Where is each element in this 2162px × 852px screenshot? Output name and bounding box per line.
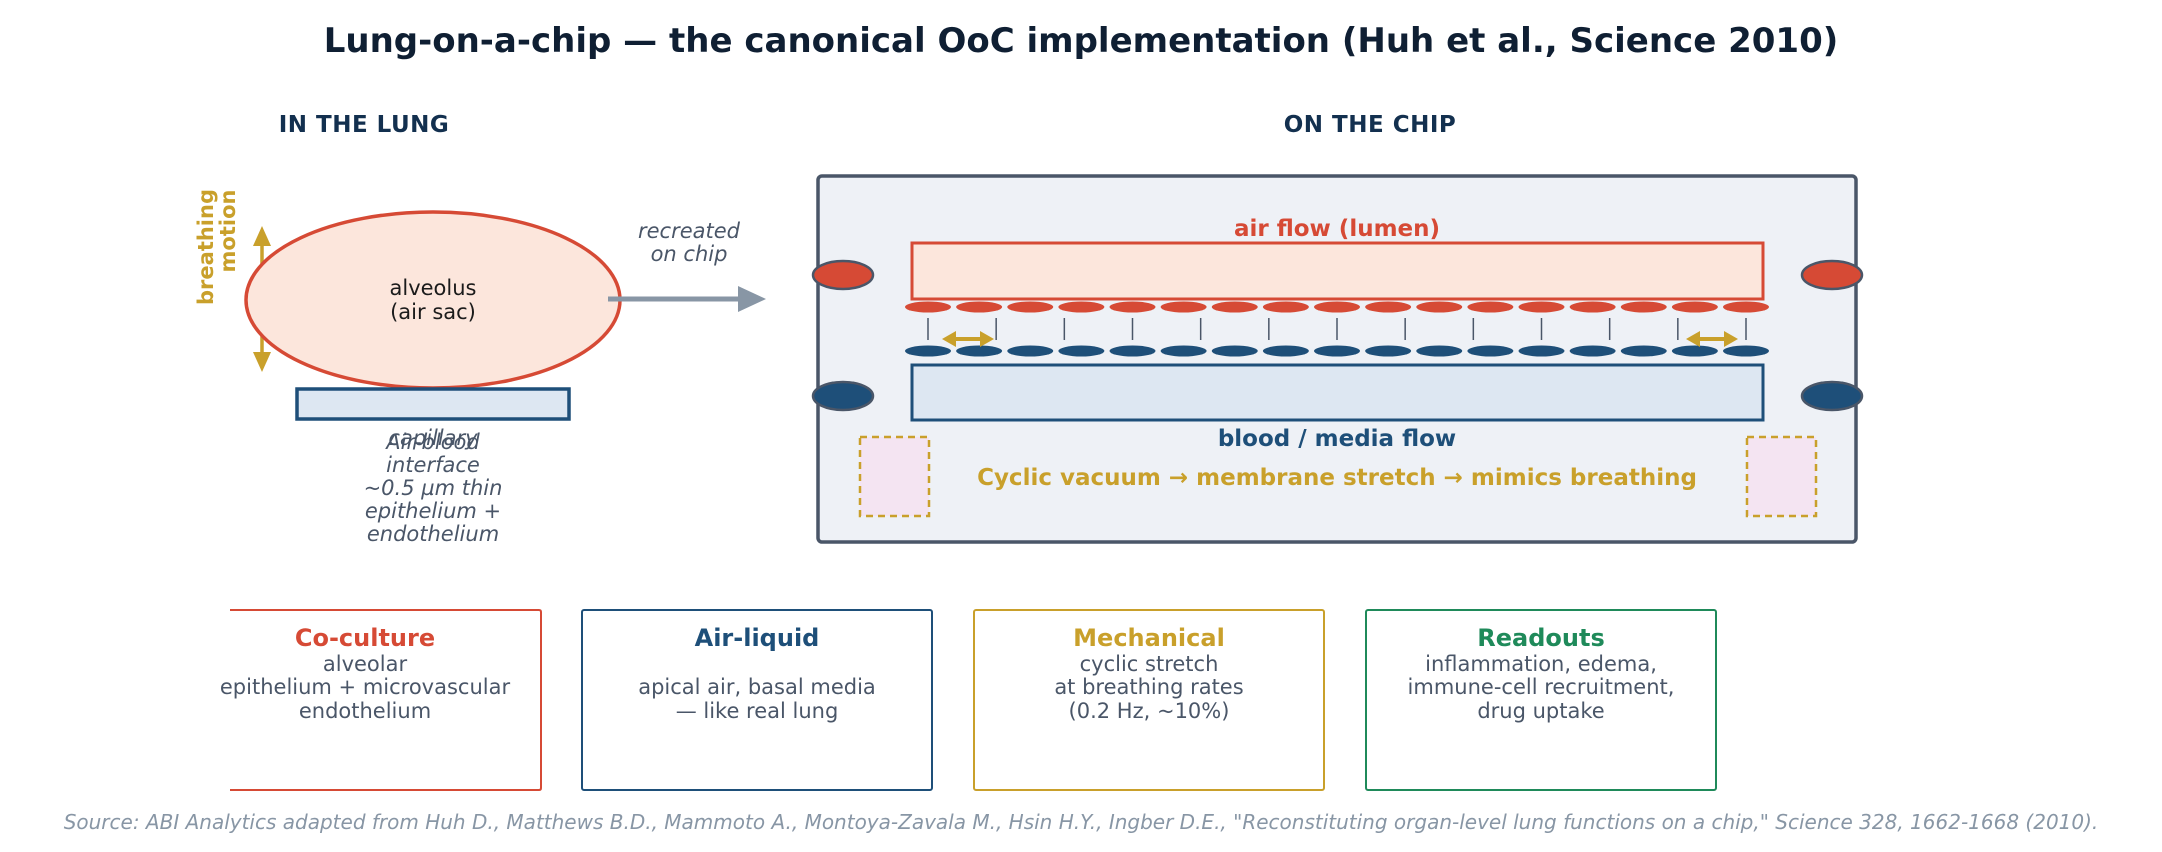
endothelial-cell xyxy=(1518,345,1565,357)
card-co-culture-line-3: endothelium xyxy=(299,699,431,723)
card-mechanical-title: Mechanical xyxy=(1073,624,1225,652)
breathing-label-line-2: motion xyxy=(216,190,240,273)
epithelial-cell xyxy=(956,301,1003,313)
epithelial-cell xyxy=(1007,301,1054,313)
air-port-right xyxy=(1800,259,1864,291)
capillary-bar xyxy=(295,387,571,421)
card-mechanical-line-3: (0.2 Hz, ~10%) xyxy=(1069,699,1230,723)
endothelial-cell xyxy=(1620,345,1667,357)
endothelial-cell xyxy=(1058,345,1105,357)
epithelial-cell xyxy=(1262,301,1309,313)
capillary-label: capillary xyxy=(388,426,478,450)
endothelial-cell xyxy=(1211,345,1258,357)
chip-panel: air flow (lumen) blood / media flow Cycl… xyxy=(811,174,1864,544)
endothelial-cell xyxy=(1007,345,1054,357)
epithelial-cell xyxy=(1211,301,1258,313)
endothelial-cell xyxy=(956,345,1003,357)
vacuum-chamber-right xyxy=(1745,435,1818,518)
card-air-liquid-line-2: apical air, basal media xyxy=(638,675,876,699)
epithelial-cell xyxy=(1518,301,1565,313)
blood-port-right xyxy=(1800,380,1864,412)
alveolus-label-line-2: (air sac) xyxy=(390,300,476,324)
endothelial-cell xyxy=(1109,345,1156,357)
recreated-label-line-1: recreated xyxy=(638,219,741,243)
breathing-label-line-1: breathing xyxy=(194,189,218,305)
card-air-liquid: Air-liquid apical air, basal media — lik… xyxy=(581,609,933,791)
epithelial-cell xyxy=(1671,301,1718,313)
card-air-liquid-line-3: — like real lung xyxy=(676,699,839,723)
blood-port-left xyxy=(811,380,875,412)
epithelial-cell xyxy=(1416,301,1463,313)
card-readouts-title: Readouts xyxy=(1477,624,1604,652)
air-channel xyxy=(910,241,1765,301)
card-air-liquid-title: Air-liquid xyxy=(695,624,820,652)
source-note: Source: ABI Analytics adapted from Huh D… xyxy=(64,810,2099,834)
interface-note-line-2: interface xyxy=(386,453,480,477)
epithelial-cell xyxy=(1569,301,1616,313)
air-flow-label: air flow (lumen) xyxy=(1234,216,1440,242)
card-mechanical-line-2: at breathing rates xyxy=(1054,675,1243,699)
epithelial-cell xyxy=(1467,301,1514,313)
endothelial-cell xyxy=(1569,345,1616,357)
vacuum-chamber-left xyxy=(858,435,931,518)
card-readouts: Readouts inflammation, edema, immune-cel… xyxy=(1365,609,1717,791)
interface-note-line-4: epithelium + xyxy=(365,499,501,523)
endothelial-cell xyxy=(1314,345,1360,357)
epithelial-cell xyxy=(1365,301,1412,313)
endothelial-cell xyxy=(1262,345,1309,357)
endothelial-cell xyxy=(1365,345,1412,357)
epithelial-cell xyxy=(1620,301,1667,313)
blood-flow-label: blood / media flow xyxy=(1218,426,1456,452)
vacuum-label: Cyclic vacuum → membrane stretch → mimic… xyxy=(977,465,1697,491)
chip-heading: ON THE CHIP xyxy=(1284,112,1457,138)
endothelium-cell-layer xyxy=(905,345,1769,357)
epithelial-cell xyxy=(1723,301,1769,313)
interface-note-line-5: endothelium xyxy=(367,522,499,546)
alveolus-label-line-1: alveolus xyxy=(390,276,477,300)
endothelial-cell xyxy=(1467,345,1514,357)
stretch-arrow-left xyxy=(942,331,994,347)
page-title: Lung-on-a-chip — the canonical OoC imple… xyxy=(324,21,1839,61)
air-port-left xyxy=(811,259,875,291)
endothelial-cell xyxy=(1671,345,1718,357)
membrane-pores xyxy=(927,318,1747,340)
card-co-culture-border xyxy=(230,609,542,791)
epithelial-cell xyxy=(905,301,951,313)
card-mechanical: Mechanical cyclic stretch at breathing r… xyxy=(973,609,1325,791)
epithelium-cell-layer xyxy=(905,301,1769,313)
card-readouts-line-1: inflammation, edema, xyxy=(1425,652,1657,676)
recreated-arrow: recreated on chip xyxy=(608,219,766,312)
card-co-culture: Co-culture alveolar epithelium + microva… xyxy=(220,609,542,791)
lung-heading: IN THE LUNG xyxy=(279,112,450,138)
lung-panel: breathing motion alveolus (air sac) capi… xyxy=(194,189,622,546)
card-co-culture-title: Co-culture xyxy=(295,624,435,652)
card-readouts-border xyxy=(1365,609,1717,791)
card-mechanical-line-1: cyclic stretch xyxy=(1080,652,1219,676)
card-readouts-line-2: immune-cell recruitment, xyxy=(1408,675,1675,699)
card-mechanical-border xyxy=(973,609,1325,791)
stretch-arrow-right xyxy=(1686,331,1738,347)
card-co-culture-line-2: epithelium + microvascular xyxy=(220,675,511,699)
endothelial-cell xyxy=(1416,345,1463,357)
interface-note-line-1: Air-blood xyxy=(384,430,480,454)
epithelial-cell xyxy=(1160,301,1207,313)
epithelial-cell xyxy=(1314,301,1360,313)
card-co-culture-line-1: alveolar xyxy=(323,652,408,676)
recreated-label-line-2: on chip xyxy=(651,242,728,266)
blood-channel xyxy=(910,363,1765,422)
endothelial-cell xyxy=(1723,345,1769,357)
epithelial-cell xyxy=(1058,301,1105,313)
endothelial-cell xyxy=(1160,345,1207,357)
card-readouts-line-3: drug uptake xyxy=(1477,699,1604,723)
interface-note-line-3: ~0.5 µm thin xyxy=(364,476,503,500)
card-air-liquid-border xyxy=(581,609,933,791)
endothelial-cell xyxy=(905,345,951,357)
epithelial-cell xyxy=(1109,301,1156,313)
